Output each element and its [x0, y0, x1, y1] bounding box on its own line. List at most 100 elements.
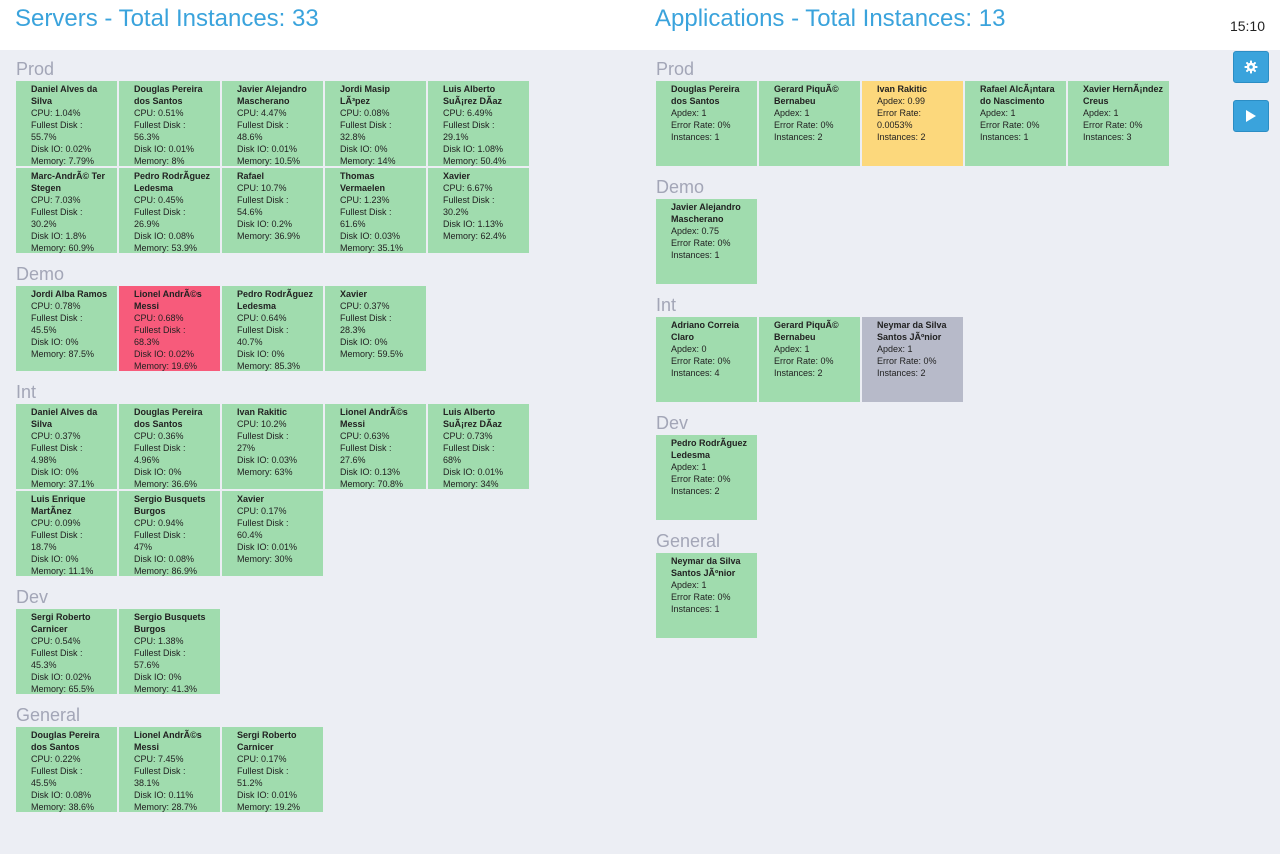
server-tile-name: Xavier	[237, 494, 265, 504]
server-tile-name: Sergi Roberto Carnicer	[237, 730, 297, 752]
server-tile-metric: CPU: 7.45%	[134, 754, 184, 764]
app-tile-metric: Apdex: 1	[774, 344, 810, 354]
server-tile-metric: 40.7%	[237, 337, 263, 347]
app-tile-name: Neymar da Silva Santos JÃºnior	[877, 320, 947, 342]
server-tile-metric: Memory: 37.1%	[31, 479, 95, 489]
server-tile-name: Luis Enrique MartÃnez	[31, 494, 86, 516]
server-tile-name: Thomas Vermaelen	[340, 171, 386, 193]
app-tile-metric: Error Rate: 0%	[671, 356, 731, 366]
settings-button[interactable]	[1233, 51, 1269, 83]
server-tile-metric: 51.2%	[237, 778, 263, 788]
server-tile-metric: CPU: 0.78%	[31, 301, 81, 311]
server-tile-metric: Disk IO: 0.02%	[31, 144, 92, 154]
server-tile-name: Lionel AndrÃ©s Messi	[134, 289, 202, 311]
clock: 15:10	[1229, 18, 1265, 34]
server-tile-metric: Memory: 60.9%	[31, 243, 95, 253]
app-tile-metric: Apdex: 1	[671, 108, 707, 118]
app-tile-name: Gerard PiquÃ© Bernabeu	[774, 84, 839, 106]
server-tile-name: Sergio Busquets Burgos	[134, 494, 206, 516]
server-tile-name: Luis Alberto SuÃ¡rez DÃaz	[443, 407, 503, 429]
server-tile-metric: Fullest Disk :	[134, 443, 186, 453]
app-tile-metric: Apdex: 0.99	[877, 96, 926, 106]
server-tile-name: Lionel AndrÃ©s Messi	[340, 407, 408, 429]
server-tile-metric: Memory: 7.79%	[31, 156, 95, 166]
server-tile-metric: Memory: 62.4%	[443, 231, 507, 241]
server-env-title: General	[16, 705, 81, 725]
server-tile-metric: CPU: 0.22%	[31, 754, 81, 764]
server-tile-metric: 18.7%	[31, 542, 57, 552]
server-env-title: Prod	[16, 59, 55, 79]
play-button[interactable]	[1233, 100, 1269, 132]
server-tile-metric: Disk IO: 0.03%	[237, 455, 298, 465]
server-tile-metric: CPU: 0.37%	[340, 301, 390, 311]
server-tile-name: Marc-AndrÃ© Ter Stegen	[31, 171, 105, 193]
server-tile-metric: CPU: 0.36%	[134, 431, 184, 441]
server-tile-metric: 26.9%	[134, 219, 160, 229]
server-tile-metric: 45.5%	[31, 325, 57, 335]
server-tile-metric: 55.7%	[31, 132, 57, 142]
server-tile-metric: 38.1%	[134, 778, 160, 788]
server-tile-metric: Fullest Disk :	[31, 207, 83, 217]
server-tile-metric: Disk IO: 0.08%	[134, 554, 195, 564]
server-tile-metric: Fullest Disk :	[134, 120, 186, 130]
server-tile-metric: Memory: 87.5%	[31, 349, 95, 359]
server-tile-metric: Disk IO: 0.01%	[443, 467, 504, 477]
server-tile-metric: Disk IO: 0.01%	[237, 790, 298, 800]
app-tile-metric: Apdex: 0.75	[671, 226, 720, 236]
server-tile-metric: Fullest Disk :	[134, 648, 186, 658]
app-tile-name: Rafael AlcÃ¡ntara do Nascimento	[980, 84, 1055, 106]
server-tile-metric: 47%	[134, 542, 153, 552]
server-tile-metric: 29.1%	[443, 132, 469, 142]
server-tile-metric: CPU: 0.17%	[237, 754, 287, 764]
app-tile-metric: Apdex: 0	[671, 344, 707, 354]
server-tile-metric: CPU: 0.17%	[237, 506, 287, 516]
server-tile-metric: Fullest Disk :	[31, 443, 83, 453]
server-tile-metric: Fullest Disk :	[237, 325, 289, 335]
